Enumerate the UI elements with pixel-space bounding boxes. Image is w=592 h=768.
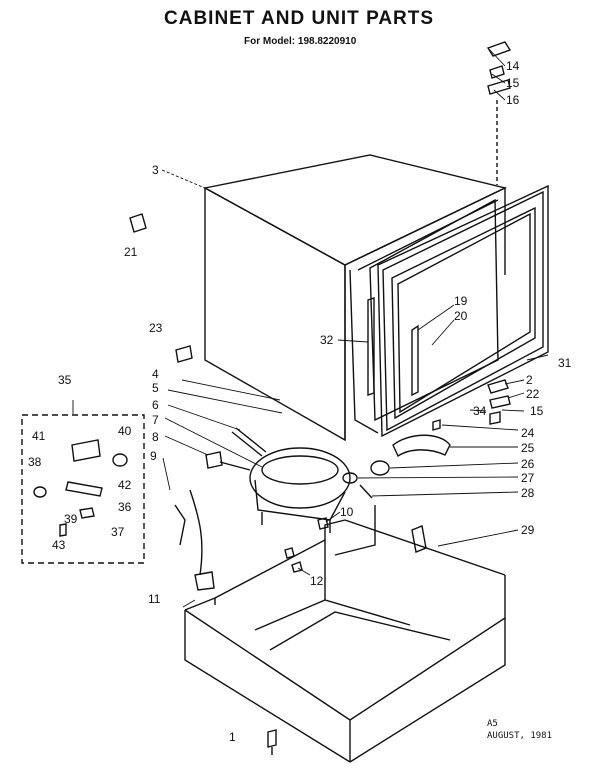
callout-36: 36 [118,500,132,514]
door-gasket [367,184,549,438]
callout-31: 31 [558,356,572,370]
callout-24: 24 [521,426,535,440]
callout-11: 11 [148,592,161,606]
callout-7: 7 [152,413,159,427]
callout-15-lower: 15 [530,404,544,418]
callout-28: 28 [521,486,535,500]
callout-37: 37 [111,525,125,539]
base-compartment [184,519,506,763]
callout-4: 4 [152,367,159,381]
callout-39: 39 [64,512,78,526]
callout-20: 20 [454,309,468,323]
callout-41: 41 [32,429,46,443]
callout-34: 34 [473,404,487,418]
callout-22: 22 [526,387,540,401]
leader-lines [72,47,549,608]
callout-27: 27 [521,471,535,485]
callout-25: 25 [521,441,535,455]
callout-2: 2 [526,373,533,387]
callout-1: 1 [229,730,236,744]
callout-10: 10 [340,505,354,519]
callout-9: 9 [150,449,157,463]
compressor [249,447,351,533]
callout-8: 8 [152,430,159,444]
callout-35: 35 [58,373,72,387]
callout-42: 42 [118,478,132,492]
callout-43: 43 [52,538,66,552]
callout-16: 16 [506,93,520,107]
misc-parts [129,41,512,755]
callout-5: 5 [152,381,159,395]
callout-21: 21 [124,245,138,259]
kit-box-35 [21,414,145,564]
footer-date: AUGUST, 1981 [487,731,553,741]
callout-3: 3 [152,163,159,177]
callout-32: 32 [320,333,334,347]
callout-15-top: 15 [506,76,520,90]
page-title: CABINET AND UNIT PARTS [164,8,435,29]
callout-14: 14 [506,59,520,73]
callout-23: 23 [149,321,163,335]
callout-12: 12 [310,574,324,588]
callout-6: 6 [152,398,159,412]
callout-19: 19 [454,294,468,308]
footer-code: A5 [487,719,498,729]
callout-labels: 1 2 3 4 5 6 7 8 9 10 11 12 14 15 16 19 2… [28,59,572,744]
callout-38: 38 [28,455,42,469]
callout-26: 26 [521,457,535,471]
model-subtitle: For Model: 198.8220910 [244,36,357,47]
callout-40: 40 [118,424,132,438]
callout-29: 29 [521,523,535,537]
